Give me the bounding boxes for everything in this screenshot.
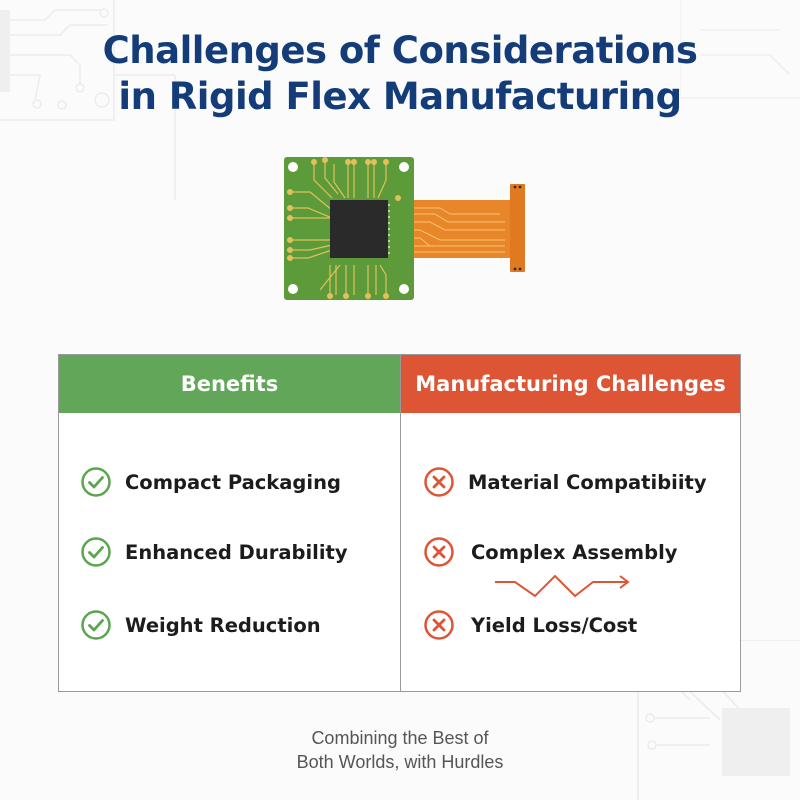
x-circle-icon <box>424 610 454 640</box>
challenge-label: Complex Assembly <box>471 540 678 564</box>
x-circle-icon <box>424 537 454 567</box>
check-circle-icon <box>81 610 111 640</box>
challenge-label: Yield Loss/Cost <box>471 613 638 637</box>
caption-line-2: Both Worlds, with Hurdles <box>296 752 504 772</box>
benefits-column: Benefits <box>59 355 401 691</box>
benefit-item: Weight Reduction <box>80 609 321 641</box>
title-line-2: in Rigid Flex Manufacturing <box>118 75 682 118</box>
challenge-item: Material Compatibiity <box>423 466 707 498</box>
zigzag-arrow-icon <box>495 574 630 598</box>
challenge-label: Material Compatibiity <box>468 470 707 494</box>
check-circle-icon <box>81 467 111 497</box>
rigid-flex-pcb-illustration <box>284 157 525 300</box>
comparison-table: Benefits Manufacturing Challenges <box>58 354 741 692</box>
benefit-label: Enhanced Durability <box>125 540 348 564</box>
challenges-header: Manufacturing Challenges <box>401 355 740 413</box>
benefit-label: Weight Reduction <box>125 613 321 637</box>
challenge-item: Yield Loss/Cost <box>423 609 637 641</box>
caption-line-1: Combining the Best of <box>311 728 489 748</box>
x-circle-icon <box>424 467 454 497</box>
benefit-item: Compact Packaging <box>80 466 341 498</box>
caption: Combining the Best of Both Worlds, with … <box>0 726 800 774</box>
chip <box>330 200 388 258</box>
page-title: Challenges of Considerations in Rigid Fl… <box>0 28 800 120</box>
challenges-column: Manufacturing Challenges <box>401 355 740 691</box>
title-line-1: Challenges of Considerations <box>102 29 698 72</box>
check-circle-icon <box>81 537 111 567</box>
benefit-label: Compact Packaging <box>125 470 341 494</box>
challenge-item: Complex Assembly <box>423 536 677 568</box>
benefits-header: Benefits <box>59 355 400 413</box>
benefit-item: Enhanced Durability <box>80 536 348 568</box>
